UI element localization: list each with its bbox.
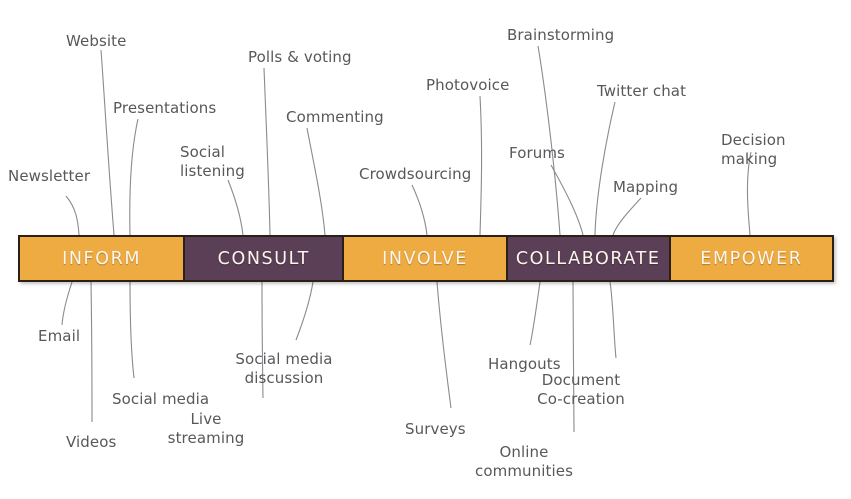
spectrum-segment-involve[interactable]: INVOLVE [344,237,508,280]
annotation-mapping: Mapping [613,178,679,196]
connector-line [612,197,642,236]
spectrum-segment-label: EMPOWER [700,248,803,269]
connector-line [90,281,93,423]
annotation-surveys: Surveys [405,420,466,438]
spectrum-segment-label: INVOLVE [382,248,468,269]
annotation-website: Website [66,32,127,50]
spectrum-segment-label: COLLABORATE [515,248,661,269]
annotation-photovoice: Photovoice [426,76,510,94]
annotation-email: Email [38,327,81,345]
annotation-hangouts: Hangouts [488,355,561,373]
connector-line [537,45,561,236]
annotation-polls-voting: Polls & voting [248,48,352,66]
connector-line [263,67,271,236]
connector-line [572,281,575,433]
connector-line [100,49,115,236]
annotation-social-listening: Social listening [180,143,245,180]
connector-line [129,281,135,379]
annotation-document-co-creation: Document Co-creation [537,371,625,408]
spectrum-segment-empower[interactable]: EMPOWER [670,237,833,280]
annotation-social-media: Social media [112,390,210,408]
annotation-forums: Forums [509,144,565,162]
annotation-twitter-chat: Twitter chat [597,82,687,100]
connector-line [529,281,541,346]
connector-line [609,281,617,359]
connector-line [61,281,73,326]
annotation-videos: Videos [66,433,117,451]
spectrum-segment-label: CONSULT [217,248,310,269]
annotation-presentations: Presentations [113,99,217,117]
connector-line [594,101,616,236]
connector-line [306,127,326,236]
annotation-social-media-discussion: Social media discussion [235,350,333,387]
annotation-newsletter: Newsletter [8,167,91,185]
annotation-decision-making: Decision making [721,131,786,168]
annotation-brainstorming: Brainstorming [507,26,615,44]
spectrum-segment-label: INFORM [62,248,142,269]
connector-line [550,164,584,236]
annotation-online-communities: Online communities [474,443,574,480]
spectrum-segment-collaborate[interactable]: COLLABORATE [507,237,671,280]
connector-line [479,95,483,236]
spectrum-bar: INFORM CONSULT INVOLVE COLLABORATE EMPOWER [18,235,834,282]
connector-line [65,195,80,236]
annotation-commenting: Commenting [286,108,384,126]
annotation-live-streaming: Live streaming [167,410,245,447]
annotation-crowdsourcing: Crowdsourcing [359,165,472,183]
connector-line [436,281,452,409]
connector-line [295,281,314,341]
spectrum-segment-inform[interactable]: INFORM [20,237,186,280]
connector-line [129,118,139,236]
spectrum-segment-consult[interactable]: CONSULT [185,237,345,280]
connector-line [411,184,428,236]
connector-line [227,179,244,236]
